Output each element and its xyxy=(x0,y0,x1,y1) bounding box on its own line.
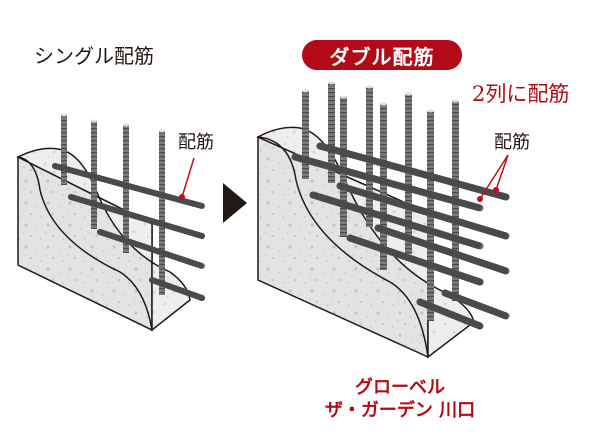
double-rebar-leader xyxy=(477,154,509,202)
two-rows-note: 2列に配筋 xyxy=(472,82,570,106)
single-wall-block xyxy=(16,147,191,332)
double-horizontal-rebars xyxy=(291,142,510,330)
single-rebar-title: シングル配筋 xyxy=(34,44,154,68)
double-rebar-badge-text: ダブル配筋 xyxy=(329,44,435,69)
single-horizontal-rebars xyxy=(52,163,205,301)
brand-line-2: ザ・ガーデン 川口 xyxy=(324,400,476,421)
double-rebar-badge: ダブル配筋 xyxy=(302,40,462,70)
double-rebar-label: 配筋 xyxy=(494,132,530,153)
brand-name: グローベル ザ・ガーデン 川口 xyxy=(300,376,500,422)
brand-line-1: グローベル xyxy=(355,377,445,398)
triangle-right-icon xyxy=(223,183,247,223)
single-rebar-leader xyxy=(179,157,195,200)
single-rebar-label: 配筋 xyxy=(178,132,214,153)
